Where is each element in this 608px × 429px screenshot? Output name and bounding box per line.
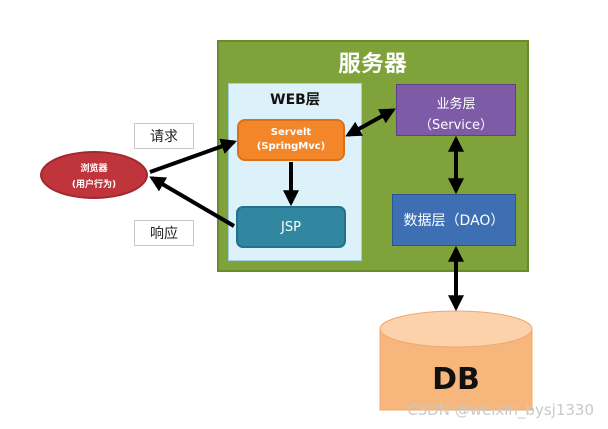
request-label: 请求 bbox=[150, 129, 178, 145]
browser-sublabel: (用户行为) bbox=[71, 179, 117, 190]
request-label-box: 请求 bbox=[134, 123, 194, 149]
dao-layer-label: 数据层（DAO） bbox=[403, 213, 505, 229]
browser-label: 浏览器 bbox=[80, 163, 108, 174]
business-layer-sublabel: （Service） bbox=[418, 118, 494, 133]
servlet-sublabel: (SpringMvc) bbox=[256, 141, 326, 152]
jsp-node: JSP bbox=[236, 206, 346, 248]
servlet-node: Servelt (SpringMvc) bbox=[237, 119, 345, 161]
response-label-box: 响应 bbox=[134, 220, 194, 246]
servlet-business-arrow bbox=[345, 108, 396, 137]
request-arrow bbox=[149, 138, 238, 174]
browser-node: 浏览器 (用户行为) bbox=[40, 151, 148, 199]
server-title: 服务器 bbox=[338, 52, 408, 77]
dao-layer-node: 数据层（DAO） bbox=[392, 194, 516, 246]
jsp-label: JSP bbox=[281, 219, 301, 235]
business-layer-node: 业务层 （Service） bbox=[396, 84, 516, 136]
response-label: 响应 bbox=[150, 226, 178, 242]
servlet-label: Servelt bbox=[270, 127, 312, 138]
db-label: DB bbox=[432, 362, 480, 397]
web-layer-title: WEB层 bbox=[270, 92, 320, 108]
response-arrow bbox=[149, 176, 236, 228]
watermark: CSDN @weixin_bysj1330 bbox=[407, 401, 594, 419]
business-layer-label: 业务层 bbox=[436, 97, 476, 112]
